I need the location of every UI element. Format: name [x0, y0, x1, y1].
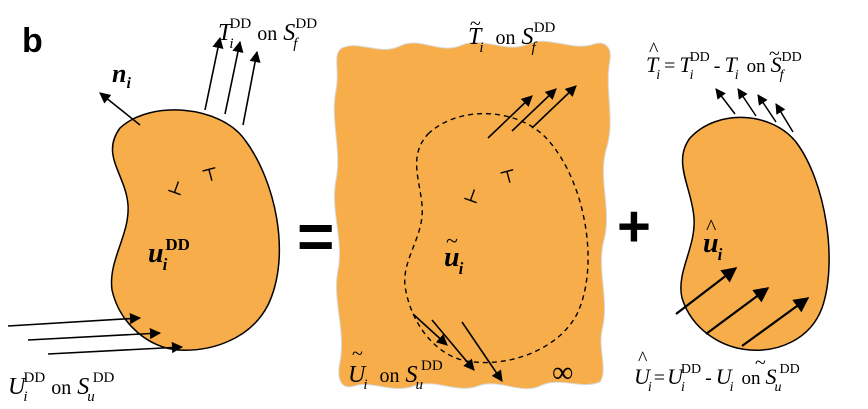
- traction-arrow: [204, 36, 224, 111]
- dislocation-symbol: ⊥: [461, 183, 484, 208]
- infinite-medium-shape: [333, 40, 611, 390]
- displacement-arrow: [27, 327, 162, 341]
- normal-arrow: [99, 92, 141, 126]
- dislocation-symbol: ⊤: [200, 163, 222, 187]
- right-displacement-hat: ^: [706, 214, 717, 239]
- middle-traction-tilde: ~: [470, 13, 481, 35]
- left-body-shape: [110, 109, 281, 351]
- right-boundary-hat: ^: [638, 348, 648, 370]
- displacement-arrow: [675, 267, 738, 315]
- displacement-arrow: [461, 321, 503, 382]
- displacement-arrow: [741, 297, 810, 347]
- infinity-symbol: ∞: [552, 356, 573, 389]
- traction-arrow: [737, 88, 757, 117]
- displacement-arrow: [47, 341, 184, 355]
- right-displacement-field-label: ui: [703, 228, 723, 264]
- traction-arrow: [487, 95, 533, 139]
- panel-label: b: [22, 22, 43, 60]
- middle-displacement-field-label: ui: [444, 242, 464, 278]
- right-traction-hat: ^: [649, 39, 659, 61]
- traction-arrow: [531, 85, 577, 129]
- dislocation-symbol: ⊤: [498, 165, 520, 189]
- traction-arrow: [511, 88, 557, 132]
- displacement-arrow: [431, 319, 475, 371]
- displacement-arrow: [412, 313, 448, 346]
- left-displacement-field-label: uiDD: [148, 235, 190, 274]
- traction-arrow: [242, 50, 261, 126]
- traction-arrow: [715, 88, 736, 115]
- displacement-arrow: [7, 313, 142, 327]
- right-traction-tilde: ~: [769, 43, 780, 65]
- traction-arrow: [775, 103, 794, 133]
- dislocation-region-outline: [404, 112, 589, 364]
- dislocation-symbol: ⊥: [165, 175, 188, 200]
- traction-arrow: [757, 94, 777, 123]
- traction-arrow: [224, 40, 244, 115]
- normal-label: ni: [112, 59, 131, 92]
- middle-boundary-tilde: ~: [352, 343, 363, 365]
- plus-sign: +: [617, 194, 651, 259]
- right-body-shape: [680, 116, 830, 351]
- middle-displacement-tilde: ~: [446, 228, 458, 253]
- equals-sign: =: [297, 200, 334, 272]
- right-boundary-tilde: ~: [755, 352, 766, 374]
- displacement-arrow: [705, 287, 770, 335]
